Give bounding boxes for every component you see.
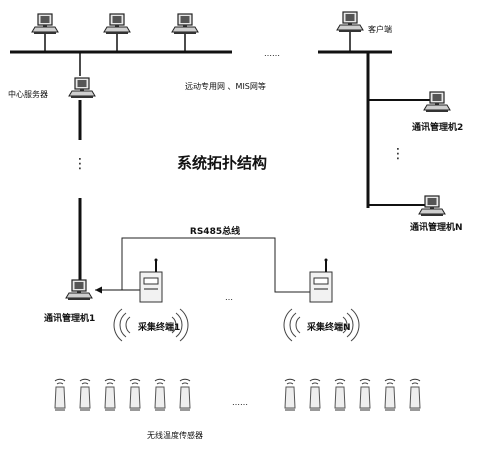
rs485-bus-label: RS485总线 [190,225,240,237]
wireless-sensor-icon [179,378,191,412]
collector-ellipsis: … [225,293,233,302]
sensors-label: 无线温度传感器 [147,430,203,440]
comm-manager-1-icon [65,279,93,301]
comm-manager-2-label: 通讯管理机2 [412,121,463,133]
comm-manager-1-label: 通讯管理机1 [44,312,95,324]
wave-icon [283,308,301,342]
right-vertical-ellipsis: ⋮ [391,146,405,162]
client-computer-icon [336,11,364,33]
wireless-sensor-icon [334,378,346,412]
wireless-sensor-icon [384,378,396,412]
wireless-sensor-icon [409,378,421,412]
client-end-label: 客户端 [368,24,392,34]
sensor-ellipsis: …… [232,398,248,407]
network-type-label: 远动专用网 、MIS网等 [185,81,266,91]
wireless-sensor-icon [104,378,116,412]
wireless-sensor-icon [284,378,296,412]
wave-icon [113,308,131,342]
central-server-icon [68,77,96,99]
collector-n-icon [309,257,333,303]
wireless-sensor-icon [79,378,91,412]
client-computer-icon [171,13,199,35]
collector-1-icon [139,257,163,303]
client-computer-icon [103,13,131,35]
client-computer-icon [31,13,59,35]
diagram-title: 系统拓扑结构 [177,154,267,172]
rs485-bus-line [95,237,310,293]
wireless-sensor-icon [54,378,66,412]
wireless-sensor-icon [359,378,371,412]
wireless-sensor-icon [129,378,141,412]
comm-manager-n-label: 通讯管理机N [410,221,463,233]
central-server-label: 中心服务器 [8,89,48,99]
wireless-sensor-icon [154,378,166,412]
collector-1-label: 采集终端1 [137,321,180,333]
vertical-ellipsis: ⋮ [73,156,87,172]
bus-ellipsis: …… [264,49,280,58]
comm-manager-2-icon [423,91,451,113]
wireless-sensor-icon [309,378,321,412]
collector-n-label: 采集终端N [306,321,351,333]
